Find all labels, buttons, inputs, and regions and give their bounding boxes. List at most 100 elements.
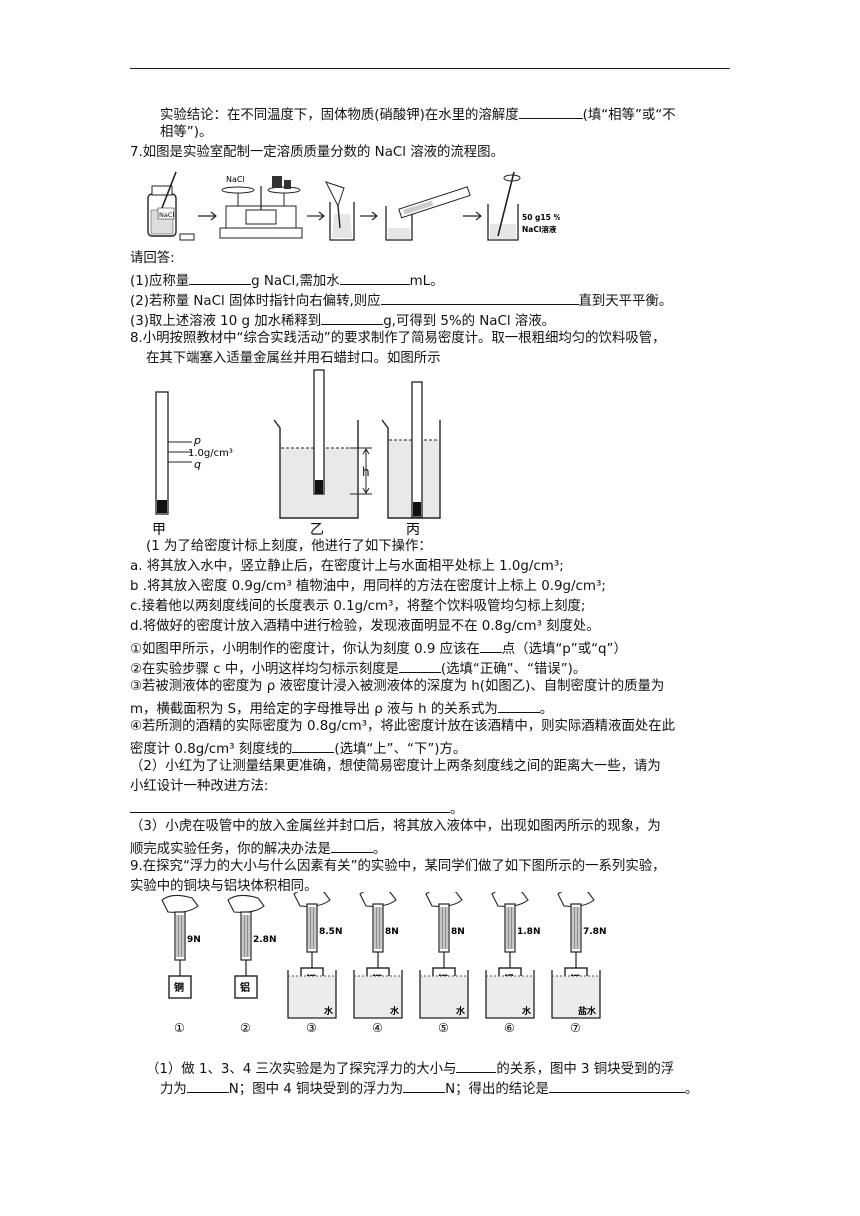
- label-density: 1.0g/cm³: [188, 448, 233, 459]
- reagent-bottle: NaCl: [147, 171, 195, 241]
- answer-blank[interactable]: [330, 838, 373, 853]
- answer-blank[interactable]: [456, 1058, 497, 1073]
- q7-ask: 请回答:: [130, 251, 175, 266]
- q8-p2-cont: 小红设计一种改进方法:: [130, 779, 269, 794]
- setup-number: ①: [174, 1021, 185, 1034]
- q8-p3-cont: 顺完成实验任务，你的解决办法是。: [130, 838, 386, 859]
- q9-s1: （1）做 1、3、4 三次实验是为了探究浮力的大小与的关系，图中 3 铜块受到的…: [146, 1058, 674, 1079]
- q8-hydrometer-figure: p 1.0g/cm³ q 甲 h 乙 丙: [152, 369, 441, 538]
- liquid-label: 水: [390, 1005, 400, 1017]
- answer-blank[interactable]: [292, 738, 335, 753]
- answer-blank[interactable]: [548, 1078, 685, 1093]
- q8-c1: ①如图甲所示，小明制作的密度计，你认为刻度 0.9 应该在点（选填“p”或“q”…: [130, 638, 627, 659]
- beaker: [287, 970, 337, 1019]
- arrow-1: [198, 211, 217, 221]
- beaker-cylinder: [385, 186, 471, 241]
- label-bing: 丙: [406, 522, 420, 538]
- answer-blank[interactable]: [403, 1078, 446, 1093]
- q8-title: 8.小明按照教材中“综合实践活动”的要求制作了简易密度计。取一根粗细均匀的饮料吸…: [130, 331, 666, 346]
- liquid: [288, 976, 336, 1018]
- setup-6: 1.8N铝水⑥: [485, 892, 540, 1034]
- scale-reading: 2.8N: [253, 935, 276, 945]
- beaker-yi: h 乙: [273, 369, 372, 538]
- answer-blank[interactable]: [497, 698, 540, 713]
- setup-number: ⑦: [570, 1021, 581, 1034]
- label-jia: 甲: [152, 522, 166, 538]
- answer-blank[interactable]: [339, 270, 410, 285]
- q8-p2-answer: 。: [130, 798, 463, 819]
- scale-reading: 1.8N: [517, 927, 540, 937]
- answer-blank[interactable]: [380, 290, 579, 305]
- setup-number: ⑤: [438, 1021, 449, 1034]
- block-label: 铝: [240, 981, 250, 994]
- q7-title: 7.如图是实验室配制一定溶质质量分数的 NaCl 溶液的流程图。: [130, 145, 504, 160]
- setup-number: ③: [306, 1021, 317, 1034]
- liquid: [354, 976, 402, 1018]
- setup-7: 7.8N铜盐水⑦: [551, 892, 606, 1034]
- q6-conclusion-cont: 相等”)。: [160, 125, 213, 140]
- q8-title-2: 在其下端塞入适量金属丝并用石蜡封口。如图所示: [146, 351, 441, 366]
- q6-conclusion: 实验结论：在不同温度下，固体物质(硝酸钾)在水里的溶解度(填“相等”或“不: [160, 104, 676, 125]
- liquid-label: 水: [522, 1005, 532, 1017]
- hand: [227, 894, 265, 913]
- scale-reading: 8N: [451, 927, 465, 937]
- setup-5: 8N铜水⑤: [419, 892, 469, 1034]
- q8-p2: （2）小红为了让测量结果更准确，想使简易密度计上两条刻度线之间的距离大一些，请为: [130, 759, 661, 774]
- beaker: [551, 970, 601, 1019]
- arrow-2: [307, 211, 325, 221]
- q7-s2: (2)若称量 NaCl 固体时指针向右偏转,则应直到天平平衡。: [130, 290, 672, 311]
- arrow-4: [463, 211, 482, 221]
- scale-reading: 8.5N: [319, 927, 342, 937]
- scale-reading: 8N: [385, 927, 399, 937]
- answer-blank[interactable]: [130, 798, 450, 813]
- q7-flow-figure: NaCl NaCl: [147, 171, 560, 241]
- header-rule: [130, 68, 730, 69]
- bottle-label: NaCl: [159, 211, 174, 219]
- balance-scale: NaCl: [219, 175, 303, 239]
- setup-number: ⑥: [504, 1021, 515, 1034]
- stirring-beaker: 50 g15 % NaCl溶液: [487, 171, 560, 241]
- arrow-3: [360, 211, 378, 221]
- liquid-label: 盐水: [578, 1005, 597, 1017]
- liquid: [420, 976, 468, 1018]
- q9-buoyancy-figure: 9N铜①2.8N铝②8.5N铜水③8N铜水④8N铜水⑤1.8N铝水⑥7.8N铜盐…: [161, 892, 606, 1034]
- liquid: [486, 976, 534, 1018]
- beaker: [353, 970, 403, 1019]
- q8-step-d: d.将做好的密度计放入酒精中进行检验，发现液面明显不在 0.8g/cm³ 刻度处…: [130, 619, 600, 634]
- q8-step-a: a. 将其放入水中，竖立静止后，在密度计上与水面相平处标上 1.0g/cm³;: [130, 559, 564, 574]
- product-label-1: 50 g15 %: [522, 213, 560, 222]
- q9-title-2: 实验中的铜块与铝块体积相同。: [130, 879, 318, 894]
- hydrometer-jia: p 1.0g/cm³ q 甲: [152, 391, 233, 538]
- liquid-label: 水: [324, 1005, 334, 1017]
- setup-3: 8.5N铜水③: [287, 892, 342, 1034]
- answer-blank[interactable]: [398, 658, 441, 673]
- liquid: [552, 976, 600, 1018]
- q8-c4: ④若所测的酒精的实际密度为 0.8g/cm³，将此密度计放在该酒精中，则实际酒精…: [130, 719, 676, 734]
- beaker-funnel: [325, 181, 355, 241]
- label-q: q: [194, 458, 201, 471]
- answer-blank[interactable]: [186, 1078, 229, 1093]
- q9-title: 9.在探究“浮力的大小与什么因素有关”的实验中，某同学们做了如下图所示的一系列实…: [130, 859, 666, 874]
- beaker: [419, 970, 469, 1019]
- answer-blank[interactable]: [518, 104, 583, 119]
- q8-c3: ③若被测液体的密度为 ρ 液密度计浸入被测液体的深度为 h(如图乙)、自制密度计…: [130, 679, 665, 694]
- metal-block: [168, 975, 192, 999]
- block-label: 铜: [174, 981, 184, 994]
- answer-blank[interactable]: [479, 638, 502, 653]
- q8-c4-cont: 密度计 0.8g/cm³ 刻度线的(选填“上”、“下”)方。: [130, 738, 466, 759]
- beaker: [485, 970, 535, 1019]
- q8-c3-cont: m，横截面积为 S，用给定的字母推导出 ρ 液与 h 的关系式为。: [130, 698, 553, 719]
- q8-p3: （3）小虎在吸管中的放入金属丝并封口后，将其放入液体中，出现如图丙所示的现象，为: [130, 819, 661, 834]
- q8-step-c: c.接着他以两刻度线间的长度表示 0.1g/cm³，将整个饮料吸管均匀标上刻度;: [130, 599, 586, 614]
- answer-blank[interactable]: [189, 270, 252, 285]
- label-yi: 乙: [310, 522, 324, 538]
- setup-4: 8N铜水④: [353, 892, 403, 1034]
- hand: [161, 894, 199, 913]
- answer-blank[interactable]: [321, 310, 384, 325]
- metal-block: [234, 975, 258, 999]
- product-label-2: NaCl溶液: [522, 224, 557, 234]
